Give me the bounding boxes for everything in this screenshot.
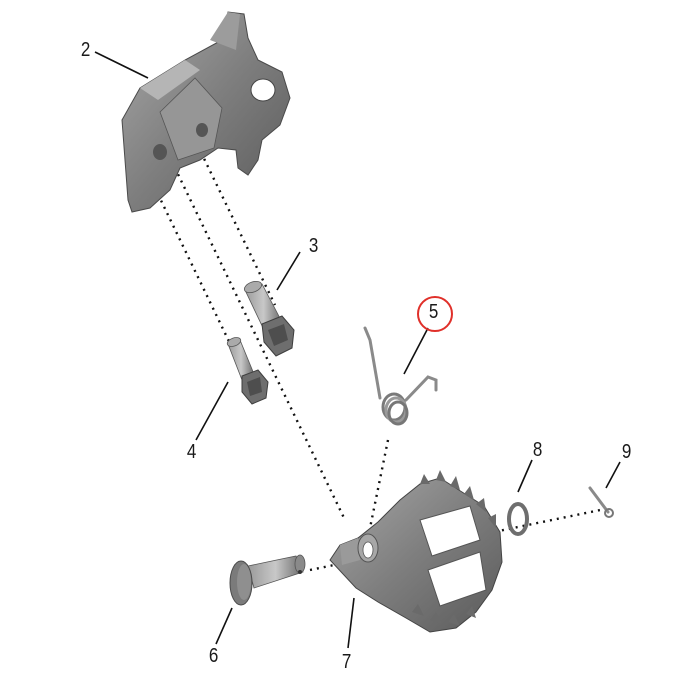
callout-4: 4 (186, 441, 197, 463)
callout-7: 7 (341, 651, 352, 673)
highlight-ring-5 (417, 296, 453, 332)
part-2-bracket[interactable] (121, 11, 291, 213)
part-8-washer[interactable] (507, 502, 529, 536)
callout-6: 6 (208, 645, 219, 667)
part-7-footpeg[interactable] (329, 470, 503, 633)
part-6-clevis-pin[interactable] (229, 554, 306, 606)
assembly-lines (153, 139, 611, 572)
part-9-cotter-pin[interactable] (588, 486, 614, 518)
leader-lines (94, 51, 621, 649)
part-4-short-bolt[interactable] (226, 336, 269, 405)
callout-5: 5 (428, 301, 439, 323)
callout-3: 3 (308, 235, 319, 257)
part-3-long-bolt[interactable] (243, 279, 295, 357)
callout-8: 8 (532, 439, 543, 461)
callout-9: 9 (621, 441, 632, 463)
callout-2: 2 (80, 39, 91, 61)
part-5-torsion-spring[interactable] (363, 326, 438, 426)
